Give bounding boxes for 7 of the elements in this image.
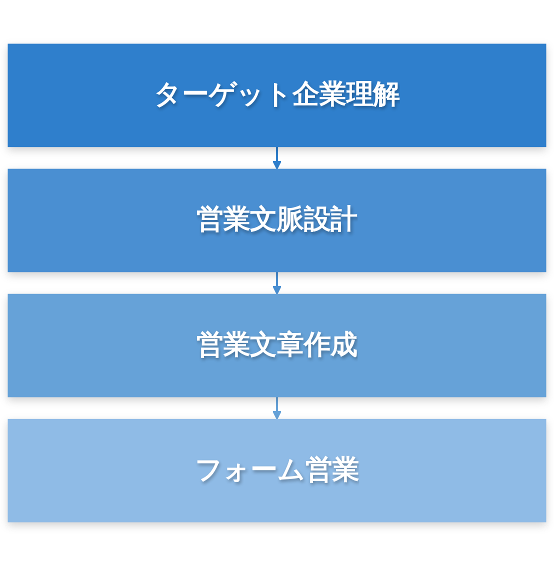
node-box: ターゲット企業理解 xyxy=(8,44,546,148)
arrow xyxy=(272,272,282,295)
arrow xyxy=(272,146,282,170)
node-box: フォーム営業 xyxy=(8,418,546,522)
arrow xyxy=(272,396,282,420)
node-box: 営業文脈設計 xyxy=(8,168,546,272)
node-box: 営業文章作成 xyxy=(8,294,546,398)
